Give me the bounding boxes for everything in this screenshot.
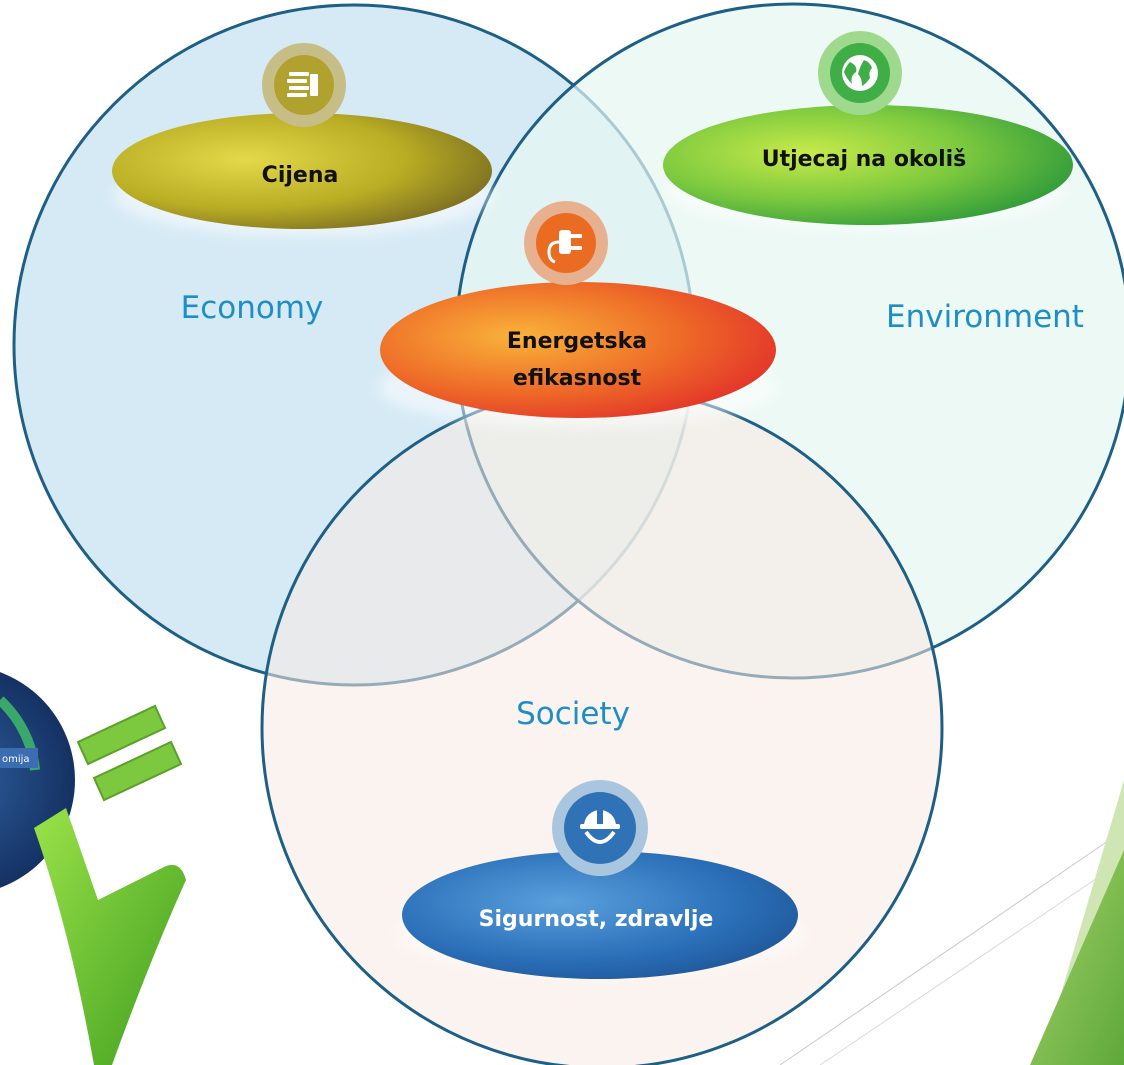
safety-health-label: Sigurnost, zdravlje (479, 907, 714, 932)
equals-sign-icon (76, 704, 183, 802)
environment-label: Environment (886, 299, 1084, 335)
safety-health-factor: Sigurnost, zdravlje (397, 780, 807, 979)
hard-hat-icon (580, 808, 620, 844)
environmental-impact-factor: Utjecaj na okoliš (663, 31, 1073, 230)
energy-efficiency-factor: Energetska efikasnost (378, 201, 778, 428)
checkmark-icon (34, 808, 186, 1065)
power-plug-icon (547, 230, 582, 264)
economy-label: Economy (181, 290, 324, 326)
logo-text: omija (2, 754, 30, 765)
decorative-lines (779, 829, 1124, 1065)
price-factor: Cijena (112, 43, 494, 237)
environmental-impact-label: Utjecaj na okoliš (762, 147, 967, 172)
price-label: Cijena (262, 163, 339, 188)
energy-efficiency-label-line1: Energetska (507, 329, 647, 354)
decorative-triangle (1030, 780, 1124, 1065)
globe-icon (842, 55, 878, 91)
society-label: Society (516, 696, 630, 732)
energy-efficiency-label-line2: efikasnost (513, 366, 642, 391)
money-stack-icon (287, 72, 318, 97)
